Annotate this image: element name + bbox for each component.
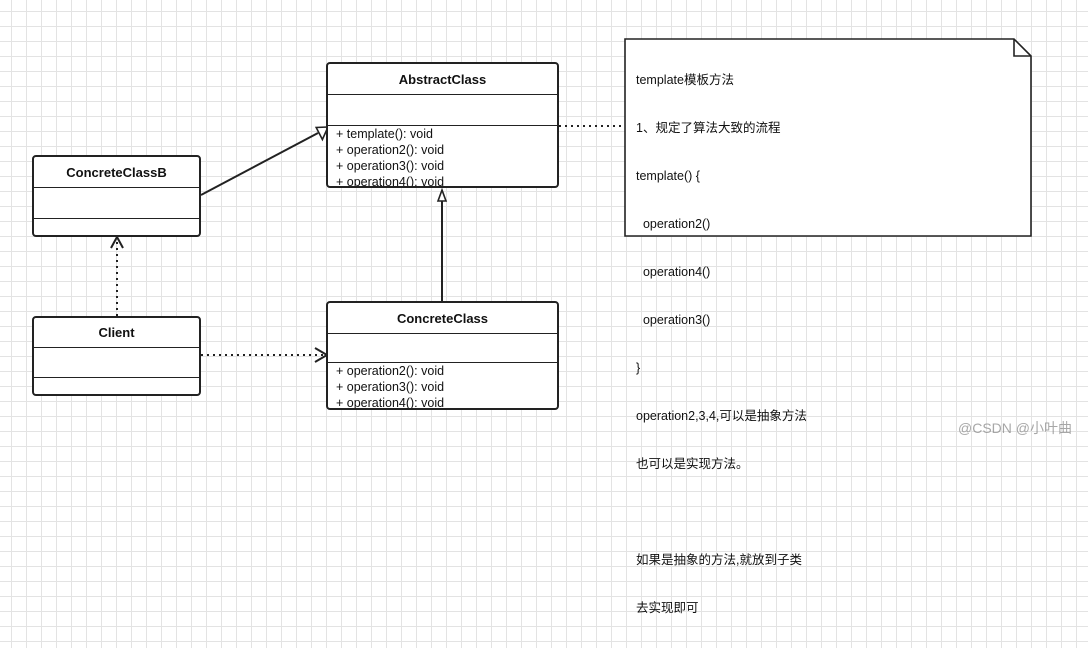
note-line: operation2,3,4,可以是抽象方法 bbox=[636, 409, 807, 423]
operation-2: + operation2(): void bbox=[336, 364, 445, 378]
concrete-class-b-box[interactable]: ConcreteClassB bbox=[32, 155, 201, 237]
note-line: 去实现即可 bbox=[636, 601, 699, 615]
concrete-class-b-title: ConcreteClassB bbox=[34, 157, 199, 188]
abstract-class-operations: + template(): void + operation2(): void … bbox=[328, 126, 557, 188]
operation-4: + operation4(): void bbox=[336, 396, 445, 410]
abstract-class-box[interactable]: AbstractClass + template(): void + opera… bbox=[326, 62, 559, 188]
concrete-class-b-attributes bbox=[34, 188, 199, 219]
operation-template: + template(): void bbox=[336, 127, 433, 141]
note-line: 1、规定了算法大致的流程 bbox=[636, 121, 781, 135]
abstract-class-attributes bbox=[328, 95, 557, 126]
concrete-class-attributes bbox=[328, 334, 557, 363]
dependency-arrowhead-concreteb bbox=[110, 234, 124, 249]
note-line bbox=[636, 504, 1012, 520]
note-line: 也可以是实现方法。 bbox=[636, 457, 749, 471]
note[interactable]: template模板方法 1、规定了算法大致的流程 template() { o… bbox=[624, 38, 1032, 615]
client-title: Client bbox=[34, 318, 199, 348]
concrete-class-title: ConcreteClass bbox=[328, 303, 557, 334]
note-line: template模板方法 bbox=[636, 73, 734, 87]
abstract-class-title: AbstractClass bbox=[328, 64, 557, 95]
client-box[interactable]: Client bbox=[32, 316, 201, 396]
note-text: template模板方法 1、规定了算法大致的流程 template() { o… bbox=[636, 40, 1012, 648]
operation-3: + operation3(): void bbox=[336, 380, 445, 394]
note-line: operation4() bbox=[636, 265, 711, 279]
operation-2: + operation2(): void bbox=[336, 143, 445, 157]
operation-4: + operation4(): void bbox=[336, 175, 445, 188]
connectors bbox=[110, 125, 624, 363]
note-shape bbox=[624, 38, 1032, 237]
note-line: operation3() bbox=[636, 313, 711, 327]
note-line: } bbox=[636, 361, 641, 375]
inheritance-arrowhead-concrete bbox=[436, 187, 448, 202]
concrete-class-box[interactable]: ConcreteClass + operation2(): void + ope… bbox=[326, 301, 559, 410]
inheritance-line-concreteb-abstract bbox=[200, 132, 319, 196]
note-line: operation2() bbox=[636, 217, 711, 231]
note-line: template() { bbox=[636, 169, 700, 183]
operation-3: + operation3(): void bbox=[336, 159, 445, 173]
inheritance-arrowhead-concreteb bbox=[314, 126, 330, 142]
client-attributes bbox=[34, 348, 199, 378]
watermark: @CSDN @小叶曲 bbox=[958, 420, 1072, 436]
concrete-class-operations: + operation2(): void + operation3(): voi… bbox=[328, 363, 557, 410]
note-line: 如果是抽象的方法,就放到子类 bbox=[636, 553, 802, 567]
